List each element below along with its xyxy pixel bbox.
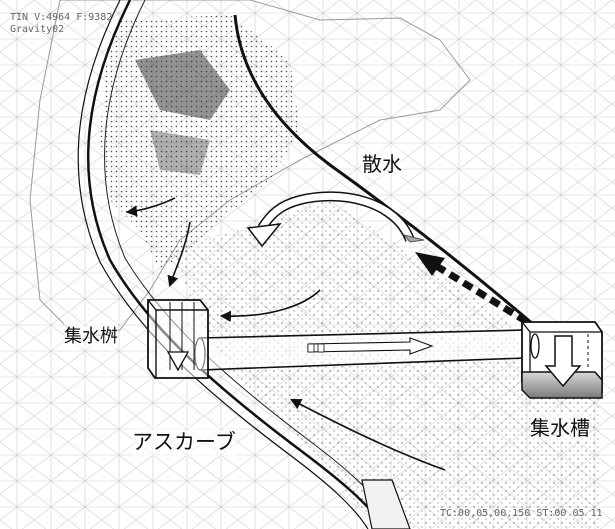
label-sprinkle: 散水: [362, 148, 402, 177]
pipe-flow-arrow: [307, 337, 434, 355]
label-collection-tank: 集水槽: [530, 412, 590, 441]
terrain-dark-patch: [150, 130, 210, 175]
curb-end-block: [361, 479, 411, 529]
runoff-arrow: [290, 398, 446, 471]
hud-timecode: TC:00,05,00,150 ST:00 05 11: [440, 508, 603, 519]
label-catch-basin: 集水桝: [64, 322, 118, 348]
collection-tank: [521, 321, 603, 399]
pipe-flow-segment: [307, 343, 315, 353]
terrain-sparse-area: [170, 200, 600, 529]
hud-mesh-info: TIN V:4964 F:9382: [10, 12, 113, 23]
pipe-flow-segment: [317, 343, 325, 353]
terrain-dark-patch: [135, 50, 230, 120]
sprinkler-pipe-line: [233, 14, 541, 332]
label-asphalt-curb: アスカーブ: [132, 426, 236, 456]
runoff-arrow: [219, 289, 321, 322]
pump-arrow-head: [415, 252, 445, 276]
sprinkle-arrow-body: [259, 192, 414, 242]
runoff-arrow: [167, 221, 191, 288]
catch-basin-box: [147, 299, 209, 379]
sprinkle-arrow-shade: [402, 234, 425, 243]
runoff-arrow: [125, 197, 176, 217]
pump-dashed-arrow: [428, 259, 542, 333]
hud-scene-name: Gravity02: [10, 24, 65, 35]
sprinkle-arrow-head: [246, 223, 282, 248]
